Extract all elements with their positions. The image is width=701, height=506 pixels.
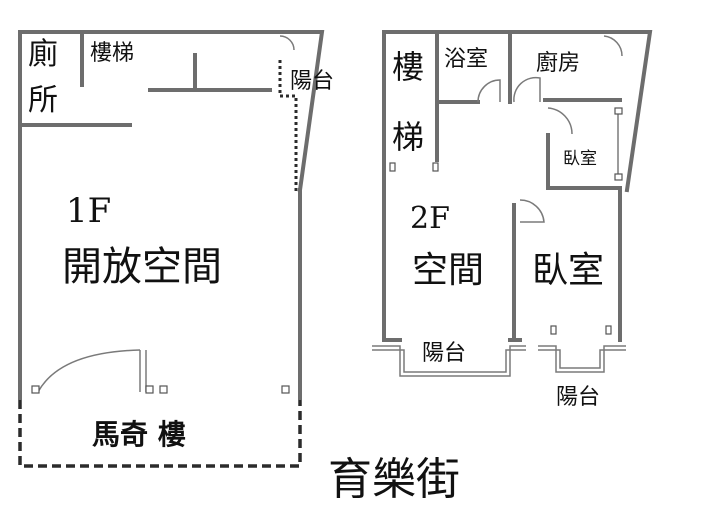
toilet-label-line1: 廁 [28, 37, 58, 72]
left-balcony-inner [372, 349, 526, 373]
kitchen-back-door-swing [603, 35, 623, 57]
bedroom-post-left [550, 325, 557, 335]
entrance-post-mid-a [145, 385, 154, 394]
bathroom-door-swing [477, 79, 501, 103]
left-balcony-label: 陽台 [422, 341, 466, 366]
open-space-label: 開放空間 [62, 244, 222, 290]
floor1-number-label: 1F [66, 191, 111, 231]
arcade-label: 馬奇 樓 [92, 418, 186, 451]
floor-2-plan: 樓 梯 浴室 廚房 臥室 2F 空間 臥室 陽台 陽台 [372, 30, 653, 410]
small-bedroom-door-swing [547, 107, 573, 135]
arcade-outline [18, 400, 302, 468]
floor-1-plan: 廁 所 樓梯 陽台 1F 開放空間 馬奇 樓 [18, 30, 334, 468]
bedroom-label: 臥室 [532, 250, 604, 291]
kitchen-door-swing [513, 76, 541, 103]
floor2-stairs-label-line2: 梯 [392, 118, 424, 156]
floor2-stairs-label-line1: 樓 [392, 48, 424, 86]
living-space-label: 空間 [412, 250, 484, 291]
right-balcony-outline [538, 345, 626, 373]
floor2-outer-wall [382, 30, 653, 342]
floor1-outer-wall [18, 30, 325, 400]
window-post-bottom [614, 173, 623, 181]
street-label: 育樂街 [328, 454, 460, 505]
entrance-post-right [281, 385, 290, 394]
stairs-post-right [432, 162, 439, 172]
floor1-stairs-label: 樓梯 [90, 41, 134, 66]
small-bedroom-label: 臥室 [563, 149, 597, 169]
entrance-door-swing [37, 349, 141, 393]
floor1-balcony-door-swing [279, 35, 295, 51]
right-balcony-inner [538, 349, 626, 369]
floor2-number-label: 2F [410, 201, 450, 236]
floor1-balcony-label: 陽台 [290, 69, 334, 94]
stairs-post-left [389, 162, 396, 172]
left-balcony-outline [372, 345, 526, 377]
entrance-post-left [31, 385, 40, 394]
right-balcony-label: 陽台 [556, 385, 600, 410]
bedroom-post-right [605, 325, 612, 335]
floor1-balcony-outline [278, 60, 298, 192]
window-post-top [614, 107, 623, 115]
toilet-label-line2: 所 [28, 83, 58, 118]
kitchen-label: 廚房 [536, 51, 580, 76]
bathroom-label: 浴室 [444, 47, 488, 72]
bedroom-door-swing [519, 199, 545, 223]
entrance-post-mid-b [159, 385, 168, 394]
